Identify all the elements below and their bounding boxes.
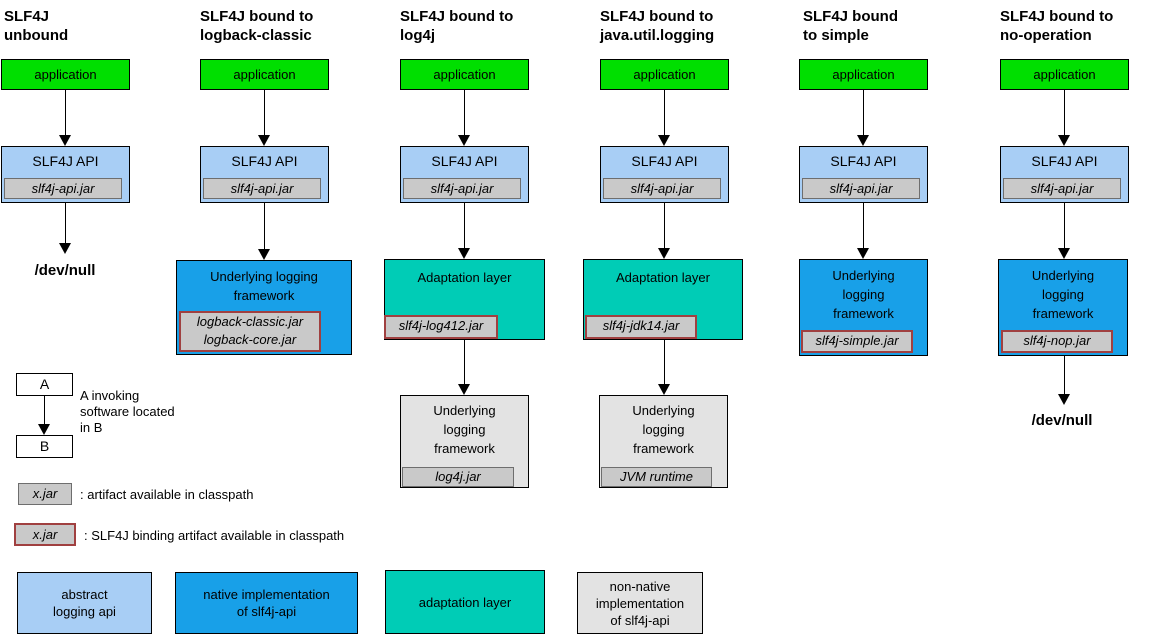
slf4j-api-box: SLF4J API slf4j-api.jar [1000,146,1129,203]
legend-node-b: B [16,435,73,458]
framework-label: Underlying logging framework [632,403,695,456]
dev-null-label: /dev/null [34,262,96,279]
arrow-down-icon [458,340,471,395]
arrow-down-icon [658,340,671,395]
binding-jar-box: slf4j-jdk14.jar [585,315,697,339]
underlying-framework-box: Underlying logging framework logback-cla… [176,260,352,355]
application-box: application [400,59,529,90]
application-box: application [1,59,130,90]
binding-jar-box: logback-classic.jar logback-core.jar [179,311,321,352]
column-title-unbound: SLF4J unbound [4,8,69,44]
legend-key-non-native-impl: non-native implementation of slf4j-api [577,572,703,634]
legend-key-adaptation-layer: adaptation layer [385,570,545,634]
application-box: application [200,59,329,90]
arrow-down-icon [59,203,72,254]
arrow-down-icon [658,90,671,146]
adaptation-label: Adaptation layer [616,270,710,285]
arrow-down-icon [1058,356,1071,405]
legend-binding-jar-sample: x.jar [14,523,76,546]
arrow-down-icon [857,90,870,146]
arrow-down-icon [458,90,471,146]
column-title-simple: SLF4J bound to simple [803,8,898,44]
column-title-logback: SLF4J bound to logback-classic [200,8,314,44]
adaptation-label: Adaptation layer [417,270,512,285]
arrow-down-icon [38,396,51,435]
underlying-framework-box: Underlying logging framework log4j.jar [400,395,529,488]
api-jar-box: slf4j-api.jar [4,178,122,199]
framework-label: Underlying logging framework [433,403,496,456]
api-jar-box: slf4j-api.jar [802,178,920,199]
legend-invoking-text: A invoking software located in B [80,388,175,435]
api-label: SLF4J API [631,153,698,169]
api-jar-box: slf4j-api.jar [1003,178,1121,199]
framework-label: Underlying logging framework [1031,268,1095,321]
column-title-log4j: SLF4J bound to log4j [400,8,514,44]
underlying-framework-box: Underlying logging framework slf4j-nop.j… [998,259,1128,356]
slf4j-api-box: SLF4J API slf4j-api.jar [1,146,130,203]
column-title-nop: SLF4J bound to no-operation [1000,8,1114,44]
slf4j-api-box: SLF4J API slf4j-api.jar [600,146,729,203]
underlying-framework-box: Underlying logging framework JVM runtime [599,395,728,488]
slf4j-api-box: SLF4J API slf4j-api.jar [200,146,329,203]
api-jar-box: slf4j-api.jar [403,178,521,199]
api-label: SLF4J API [32,153,99,169]
application-box: application [600,59,729,90]
api-label: SLF4J API [1031,153,1098,169]
binding-jar-box: slf4j-nop.jar [1001,330,1113,353]
api-label: SLF4J API [431,153,498,169]
slf4j-api-box: SLF4J API slf4j-api.jar [799,146,928,203]
binding-jar-box: slf4j-log412.jar [384,315,498,339]
legend-jar-desc: : artifact available in classpath [80,487,254,502]
legend-jar-sample: x.jar [18,483,72,505]
legend-key-abstract-api: abstract logging api [17,572,152,634]
legend-key-native-impl: native implementation of slf4j-api [175,572,358,634]
api-label: SLF4J API [830,153,897,169]
binding-jar-box: slf4j-simple.jar [801,330,913,353]
application-box: application [1000,59,1129,90]
underlying-framework-box: Underlying logging framework slf4j-simpl… [799,259,928,356]
api-label: SLF4J API [231,153,298,169]
arrow-down-icon [59,90,72,146]
legend-binding-jar-desc: : SLF4J binding artifact available in cl… [84,528,345,543]
arrow-down-icon [1058,203,1071,259]
arrow-down-icon [258,90,271,146]
adaptation-layer-box: Adaptation layer slf4j-log412.jar [384,259,545,340]
framework-label: Underlying logging framework [832,268,895,321]
arrow-down-icon [658,203,671,259]
application-box: application [799,59,928,90]
column-title-jul: SLF4J bound to java.util.logging [600,8,715,44]
api-jar-box: slf4j-api.jar [203,178,321,199]
arrow-down-icon [258,203,271,260]
adaptation-layer-box: Adaptation layer slf4j-jdk14.jar [583,259,743,340]
arrow-down-icon [857,203,870,259]
legend-node-a: A [16,373,73,396]
framework-jar-box: JVM runtime [601,467,712,487]
arrow-down-icon [1058,90,1071,146]
slf4j-api-box: SLF4J API slf4j-api.jar [400,146,529,203]
framework-label: Underlying logging framework [210,269,318,303]
arrow-down-icon [458,203,471,259]
dev-null-label: /dev/null [1031,412,1093,429]
api-jar-box: slf4j-api.jar [603,178,721,199]
framework-jar-box: log4j.jar [402,467,514,487]
